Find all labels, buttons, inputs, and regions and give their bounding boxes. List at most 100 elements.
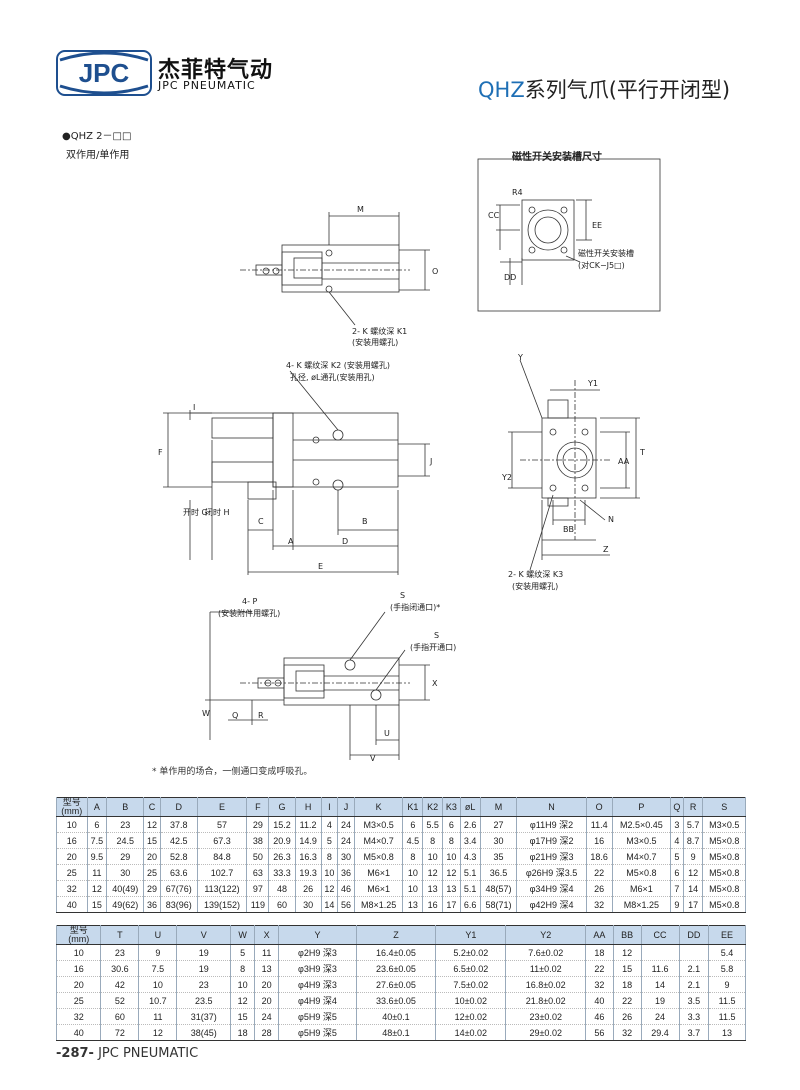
table1-cell: 7 — [670, 880, 684, 897]
table2-cell: 11.6 — [640, 960, 680, 977]
table2-cell: 8 — [230, 960, 256, 977]
label-i: I — [193, 403, 195, 412]
label-e: E — [318, 562, 323, 571]
table2-cell: 24 — [254, 1008, 280, 1025]
table1-cell: 11.4 — [585, 816, 613, 833]
table2-cell: 15 — [612, 960, 642, 977]
table2-cell: 12 — [138, 1024, 178, 1041]
table1-cell: 56 — [337, 896, 355, 913]
table1-cell: M2.5×0.45 — [611, 816, 672, 833]
table2-cell: 15 — [230, 1008, 256, 1025]
table2-cell: 7.6±0.02 — [505, 944, 586, 961]
table1-cell: 50 — [246, 848, 270, 865]
table1-header-cell: K2 — [422, 797, 443, 817]
table2-cell: 31(37) — [176, 1008, 232, 1025]
table1-cell: M8×1.25 — [353, 896, 404, 913]
table2-cell: 3.7 — [678, 1024, 710, 1041]
table1-cell: φ11H9 深2 — [516, 816, 587, 833]
table2-cell: 10±0.02 — [435, 992, 507, 1009]
table2-cell: 46 — [584, 1008, 614, 1025]
label-c: C — [258, 517, 264, 526]
table1-cell: 38 — [246, 832, 270, 849]
table1-cell: 19.3 — [294, 864, 322, 881]
table1-cell: 49(62) — [106, 896, 145, 913]
model-code: ●QHZ 2－□□ — [62, 131, 132, 142]
table2-cell: 22 — [584, 960, 614, 977]
table2-cell: 11±0.02 — [505, 960, 586, 977]
label-p: 4- P — [242, 597, 258, 606]
table1-header-cell: H — [294, 797, 322, 817]
table1-cell: 5.1 — [459, 880, 481, 897]
table1-cell: 30 — [294, 896, 322, 913]
table1-cell: M5×0.8 — [702, 832, 746, 849]
table1-cell: 14.9 — [294, 832, 322, 849]
label-cc: CC — [488, 211, 500, 220]
table1-cell: 42.5 — [159, 832, 198, 849]
table1-cell: 8.7 — [682, 832, 704, 849]
table2-cell: 27.6±0.05 — [355, 976, 437, 993]
label-s1: S — [400, 591, 405, 600]
table2-cell: 40±0.1 — [355, 1008, 437, 1025]
table2-cell: 33.6±0.05 — [355, 992, 437, 1009]
table1-header-cell: I — [320, 797, 339, 817]
label-k1-sub: (安装用螺孔) — [352, 337, 398, 347]
table2-cell: 13 — [708, 1024, 746, 1041]
label-q: Q — [232, 711, 238, 720]
table2-cell: 18 — [230, 1024, 256, 1041]
table2-cell: φ5H9 深5 — [278, 1024, 357, 1041]
label-w: W — [202, 709, 210, 718]
label-k3: 2- K 螺纹深 K3 — [508, 569, 563, 579]
label-y2: Y2 — [501, 473, 512, 482]
table2-cell: 48±0.1 — [355, 1024, 437, 1041]
top-view-drawing — [240, 212, 430, 326]
table1-header-cell: E — [196, 797, 248, 817]
table2-cell: 32 — [55, 1008, 102, 1025]
table1-cell: 5.7 — [682, 816, 704, 833]
table1-cell: 12 — [86, 880, 108, 897]
table2-cell: 23±0.02 — [505, 1008, 586, 1025]
table1-cell: 6 — [441, 816, 461, 833]
table1-cell: M4×0.7 — [353, 832, 404, 849]
label-bb: BB — [563, 525, 574, 534]
slot-note-2: (对CK−J5□) — [578, 260, 625, 270]
table1-header-cell: G — [268, 797, 296, 817]
table1-cell: 29 — [143, 880, 161, 897]
label-u: U — [384, 729, 390, 738]
table1-cell: 10 — [422, 848, 443, 865]
label-x: X — [432, 679, 438, 688]
table2-cell: 21.8±0.02 — [505, 992, 586, 1009]
table1-cell: 3 — [670, 816, 684, 833]
table1-cell: φ21H9 深3 — [516, 848, 587, 865]
table1-cell: 119 — [246, 896, 270, 913]
table1-cell: 5.1 — [459, 864, 481, 881]
table1-cell: M6×1 — [353, 864, 404, 881]
table2-cell: 25 — [55, 992, 102, 1009]
table1-cell: 17 — [441, 896, 461, 913]
table1-cell: 14 — [320, 896, 339, 913]
table2-cell: 16 — [55, 960, 102, 977]
table2-cell: φ3H9 深3 — [278, 960, 357, 977]
table2-header-cell: V — [176, 925, 232, 945]
table1-cell: 60 — [268, 896, 296, 913]
action-type: 双作用/单作用 — [66, 150, 130, 161]
table2-cell: 19 — [640, 992, 680, 1009]
table2-cell — [640, 944, 680, 961]
table2-cell: 12±0.02 — [435, 1008, 507, 1025]
table1-cell: 32 — [585, 896, 613, 913]
table2-cell: 13 — [254, 960, 280, 977]
table1-cell: 11.2 — [294, 816, 322, 833]
title-code: QHZ — [478, 78, 525, 102]
label-d: D — [342, 537, 348, 546]
table1-cell: 8 — [320, 848, 339, 865]
table1-cell: 97 — [246, 880, 270, 897]
table1-cell: 14 — [682, 880, 704, 897]
table1-cell: 16.3 — [294, 848, 322, 865]
table2-header-cell: Y2 — [505, 925, 586, 945]
label-b: B — [362, 517, 368, 526]
